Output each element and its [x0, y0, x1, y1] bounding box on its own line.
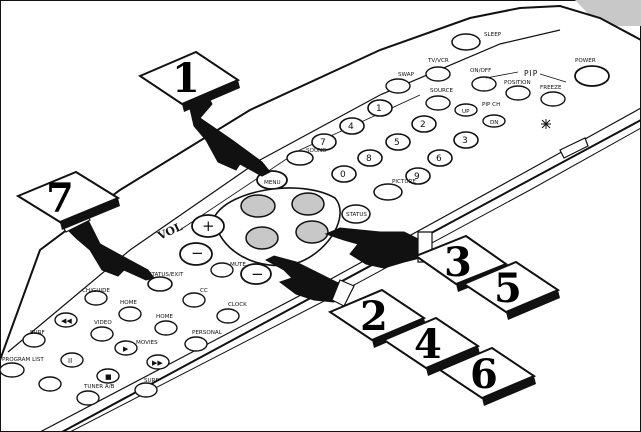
- svg-text:−: −: [251, 265, 264, 283]
- picture-button[interactable]: [374, 184, 402, 200]
- digit-4-button[interactable]: 4: [340, 118, 364, 134]
- source-button[interactable]: [426, 96, 450, 110]
- step-4-number: 4: [414, 321, 442, 368]
- nav-left-button[interactable]: [246, 227, 278, 249]
- pipch-label: PIP CH: [482, 102, 500, 108]
- step-5-number: 5: [494, 265, 522, 312]
- program-list-label: PROGRAM LIST: [2, 357, 44, 363]
- nav-right-button[interactable]: [296, 221, 328, 243]
- svg-text:4: 4: [348, 122, 354, 132]
- digit-1-button[interactable]: 1: [368, 100, 392, 116]
- freeze-button[interactable]: [541, 92, 565, 106]
- step-6-number: 6: [470, 351, 498, 398]
- home-button[interactable]: [119, 307, 141, 321]
- surf-button[interactable]: [135, 383, 157, 397]
- digit-8-button[interactable]: 8: [358, 150, 382, 166]
- digit-0-button[interactable]: 0: [332, 166, 356, 182]
- movies-label: MOVIES: [136, 340, 158, 346]
- svg-text:◀◀: ◀◀: [61, 317, 72, 325]
- digit-6-button[interactable]: 6: [428, 150, 452, 166]
- cc-label: CC: [200, 288, 208, 294]
- guide-button[interactable]: [39, 377, 61, 391]
- digit-2-button[interactable]: 2: [412, 116, 436, 132]
- step-2-number: 2: [360, 293, 388, 340]
- digit-3-button[interactable]: 3: [454, 132, 478, 148]
- clock-label: CLOCK: [228, 302, 247, 308]
- sleep-label: SLEEP: [484, 32, 502, 38]
- step-1-number: 1: [172, 55, 200, 102]
- menu-label: MENU: [264, 180, 281, 186]
- sound-label: SOUND: [306, 148, 327, 154]
- svg-text:6: 6: [436, 154, 442, 164]
- svg-text:8: 8: [366, 154, 372, 164]
- cc-button[interactable]: [183, 293, 205, 307]
- svg-text:▶: ▶: [123, 345, 129, 353]
- position-label: POSITION: [504, 80, 531, 86]
- svg-text:5: 5: [394, 138, 400, 148]
- tvvcr-label: TV/VCR: [427, 58, 449, 64]
- svg-text:2: 2: [420, 120, 426, 130]
- source-label: SOURCE: [430, 88, 454, 94]
- svg-text:3: 3: [462, 136, 468, 146]
- tuner-label: TUNER A/B: [83, 384, 115, 390]
- power-label: POWER: [575, 58, 596, 64]
- onoff-label: ON/OFF: [470, 68, 491, 74]
- svg-text:−: −: [191, 244, 204, 262]
- clock-button[interactable]: [217, 309, 239, 323]
- dn-label: DN: [490, 120, 499, 126]
- svg-text:7: 7: [320, 138, 326, 148]
- svg-text:II: II: [68, 357, 72, 365]
- svg-text:1: 1: [376, 104, 382, 114]
- status-label: STATUS: [346, 212, 367, 218]
- tuner-button[interactable]: [77, 391, 99, 405]
- step-3-number: 3: [444, 239, 472, 286]
- program-list-button[interactable]: [0, 363, 24, 377]
- video-label: VIDEO: [94, 320, 112, 326]
- personal-button[interactable]: [185, 337, 207, 351]
- swap-label: SWAP: [398, 72, 415, 78]
- freeze-label: FREEZE: [540, 85, 562, 91]
- personal-label: PERSONAL: [192, 330, 223, 336]
- onoff-button[interactable]: [472, 77, 496, 91]
- video-button[interactable]: [91, 327, 113, 341]
- position-button[interactable]: [506, 86, 530, 100]
- svg-text:0: 0: [340, 170, 346, 180]
- channel-label: CH/GUIDE: [82, 288, 110, 294]
- sleep-button[interactable]: [452, 34, 480, 50]
- step-card-1: 1: [140, 52, 240, 112]
- swap-button[interactable]: [386, 79, 410, 93]
- surf-lower-label: SURF: [30, 330, 45, 336]
- nav-up-button[interactable]: [292, 193, 324, 215]
- home2-button[interactable]: [155, 321, 177, 335]
- up-label: UP: [462, 109, 470, 115]
- svg-text:▶▶: ▶▶: [152, 359, 163, 367]
- nav-left-up-button[interactable]: [241, 195, 275, 217]
- home2-label: HOME: [156, 314, 173, 320]
- pip-label: PIP: [524, 69, 538, 78]
- step-7-number: 7: [46, 175, 74, 222]
- home-label: HOME: [120, 300, 137, 306]
- svg-text:■: ■: [105, 373, 112, 381]
- tvvcr-button[interactable]: [426, 67, 450, 81]
- surf-label: SURF: [144, 378, 159, 384]
- svg-text:+: +: [202, 217, 215, 235]
- digit-5-button[interactable]: 5: [386, 134, 410, 150]
- picture-label: PICTURE: [392, 179, 416, 185]
- power-button[interactable]: [575, 66, 609, 86]
